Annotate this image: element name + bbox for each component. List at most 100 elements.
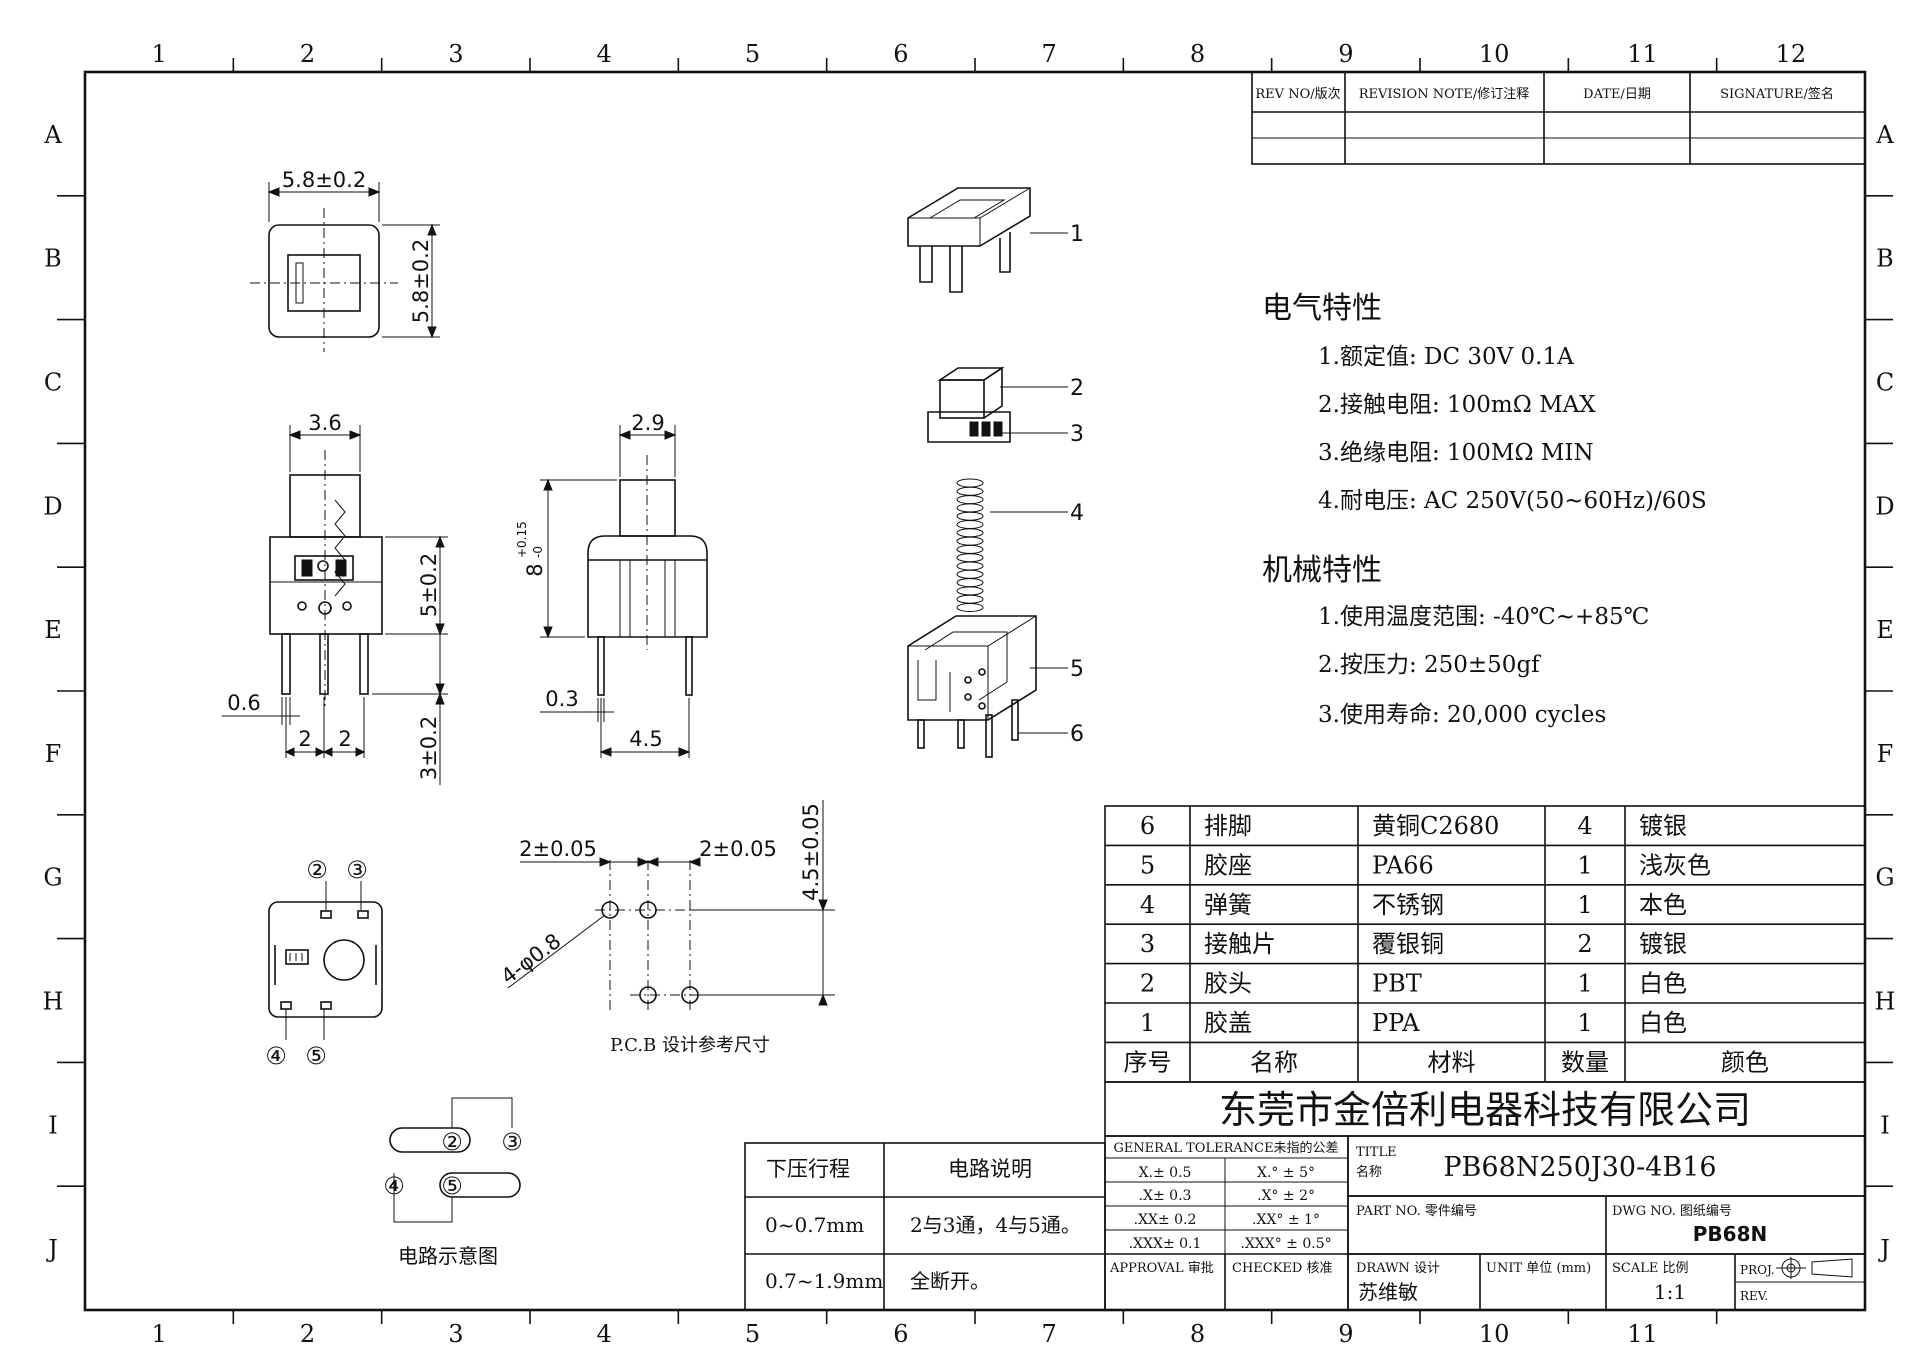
row-label-left: B — [44, 245, 62, 273]
unit-label: UNIT 单位 (mm) — [1486, 1261, 1591, 1276]
spring-coil — [956, 486, 984, 496]
revision-note-header: REVISION NOTE/修订注释 — [1359, 87, 1530, 102]
pcb-hole: 4-φ0.8 — [497, 929, 566, 989]
spring-coil — [956, 578, 984, 588]
electrical-item-2: 2.接触电阻: 100mΩ MAX — [1318, 392, 1596, 418]
spring-coil — [956, 544, 984, 554]
col-label-top: 10 — [1479, 40, 1510, 68]
spring-part — [956, 478, 984, 612]
title-label: TITLE — [1356, 1145, 1397, 1160]
bom-cell: 6 — [1140, 812, 1155, 840]
dim-side-pin: 0.3 — [545, 687, 578, 711]
row-label-right: B — [1876, 245, 1894, 273]
pcb-pitch-right: 2±0.05 — [699, 837, 777, 861]
part-no-label: PART NO. 零件编号 — [1356, 1204, 1477, 1219]
dim-top-width: 5.8±0.2 — [282, 168, 366, 192]
col-label-bottom: 10 — [1479, 1320, 1510, 1348]
projection-symbol-icon — [1776, 1257, 1853, 1279]
bom-cell: 镀银 — [1639, 930, 1687, 958]
bom-cell: 1 — [1577, 1009, 1592, 1037]
approval-label: APPROVAL 审批 — [1109, 1261, 1214, 1276]
bom-header-cell: 数量 — [1561, 1048, 1609, 1076]
bom-cell: 浅灰色 — [1639, 851, 1711, 879]
col-label-bottom: 5 — [745, 1320, 760, 1348]
dim-side-tol-minus: -0 — [531, 546, 545, 558]
checked-label: CHECKED 核准 — [1232, 1261, 1332, 1276]
row-label-left: E — [44, 616, 62, 644]
stroke-range-1: 0~0.7mm — [765, 1213, 864, 1237]
bom-cell: 4 — [1577, 812, 1592, 840]
revision-table: REV NO/版次 REVISION NOTE/修订注释 DATE/日期 SIG… — [1251, 71, 1866, 165]
row-label-left: J — [45, 1235, 58, 1263]
tol-angle-3: .XX° ± 1° — [1252, 1212, 1320, 1228]
col-label-bottom: 3 — [448, 1320, 463, 1348]
bottom-marker-4: ④ — [265, 1042, 287, 1070]
col-label-top: 4 — [597, 40, 612, 68]
spring-coil — [956, 553, 984, 563]
dim-pin-width: 0.6 — [227, 691, 260, 715]
spring-coil — [956, 569, 984, 579]
title-block: 东莞市金倍利电器科技有限公司 GENERAL TOLERANCE未指的公差 X.… — [1104, 1081, 1866, 1311]
stroke-header: 下压行程 — [766, 1157, 850, 1181]
bom-cell: 胶盖 — [1204, 1009, 1252, 1037]
callout-2: 2 — [1070, 376, 1084, 401]
electrical-specs: 电气特性 1.额定值: DC 30V 0.1A 2.接触电阻: 100mΩ MA… — [1262, 291, 1707, 514]
bom-header-cell: 颜色 — [1721, 1048, 1769, 1076]
spring-coil — [956, 511, 984, 521]
front-view: 3.6 5±0.2 3±0.2 0.6 2 2 — [222, 411, 448, 785]
electrical-item-4: 4.耐电压: AC 250V(50~60Hz)/60S — [1318, 488, 1707, 514]
bom-cell: 1 — [1577, 891, 1592, 919]
mechanical-item-2: 2.按压力: 250±50gf — [1318, 652, 1541, 678]
spring-coil — [956, 586, 984, 596]
circuit-marker-3: ③ — [501, 1128, 523, 1156]
bom-cell: 胶头 — [1204, 970, 1252, 998]
col-label-top: 11 — [1627, 40, 1658, 68]
bom-header-cell: 序号 — [1124, 1048, 1172, 1076]
bom-cell: 1 — [1140, 1009, 1155, 1037]
col-label-bottom: 6 — [893, 1320, 908, 1348]
dim-top-height: 5.8±0.2 — [409, 239, 433, 323]
dim-body-height: 5±0.2 — [417, 553, 441, 617]
row-label-right: H — [1875, 988, 1896, 1016]
col-label-top: 7 — [1042, 40, 1057, 68]
stroke-range-2: 0.7~1.9mm — [765, 1269, 883, 1293]
scale-value: 1:1 — [1654, 1280, 1686, 1304]
spring-coil — [956, 528, 984, 538]
company-name: 东莞市金倍利电器科技有限公司 — [1219, 1088, 1751, 1132]
bottom-marker-5: ⑤ — [305, 1042, 327, 1070]
bottom-marker-2: ② — [306, 856, 328, 884]
bom-cell: 弹簧 — [1204, 891, 1252, 919]
tol-linear-2: .X± 0.3 — [1139, 1188, 1192, 1204]
row-label-right: C — [1876, 369, 1894, 397]
col-label-bottom: 4 — [597, 1320, 612, 1348]
spring-coil — [956, 503, 984, 513]
row-label-right: D — [1875, 492, 1894, 520]
bottom-view: ② ③ ④ ⑤ — [265, 856, 383, 1070]
callout-6: 6 — [1070, 722, 1084, 747]
col-label-top: 8 — [1190, 40, 1205, 68]
top-view: 5.8±0.2 5.8±0.2 — [250, 168, 440, 352]
bom-cell: 不锈钢 — [1372, 891, 1444, 919]
stroke-table: 下压行程 电路说明 0~0.7mm 2与3通，4与5通。 0.7~1.9mm 全… — [744, 1142, 1106, 1311]
dim-pin-length: 3±0.2 — [417, 716, 441, 780]
bom-cell: 5 — [1140, 851, 1155, 879]
col-label-top: 5 — [745, 40, 760, 68]
row-label-right: A — [1875, 121, 1894, 149]
circuit-marker-2: ② — [441, 1128, 463, 1156]
row-label-left: G — [43, 864, 62, 892]
circuit-marker-4: ④ — [383, 1172, 405, 1200]
exploded-view: 1 2 3 4 5 6 — [907, 187, 1084, 758]
dim-side-pin-span: 4.5 — [629, 727, 662, 751]
electrical-title: 电气特性 — [1262, 291, 1382, 326]
tolerance-header: GENERAL TOLERANCE未指的公差 — [1113, 1140, 1338, 1156]
row-label-left: A — [43, 121, 62, 149]
border-ticks — [57, 58, 1893, 1324]
circuit-caption: 电路示意图 — [398, 1244, 498, 1268]
col-label-bottom: 7 — [1042, 1320, 1057, 1348]
mechanical-item-1: 1.使用温度范围: -40℃~+85℃ — [1318, 604, 1649, 630]
row-label-left: D — [43, 492, 62, 520]
spring-coil — [956, 536, 984, 546]
col-label-top: 3 — [448, 40, 463, 68]
